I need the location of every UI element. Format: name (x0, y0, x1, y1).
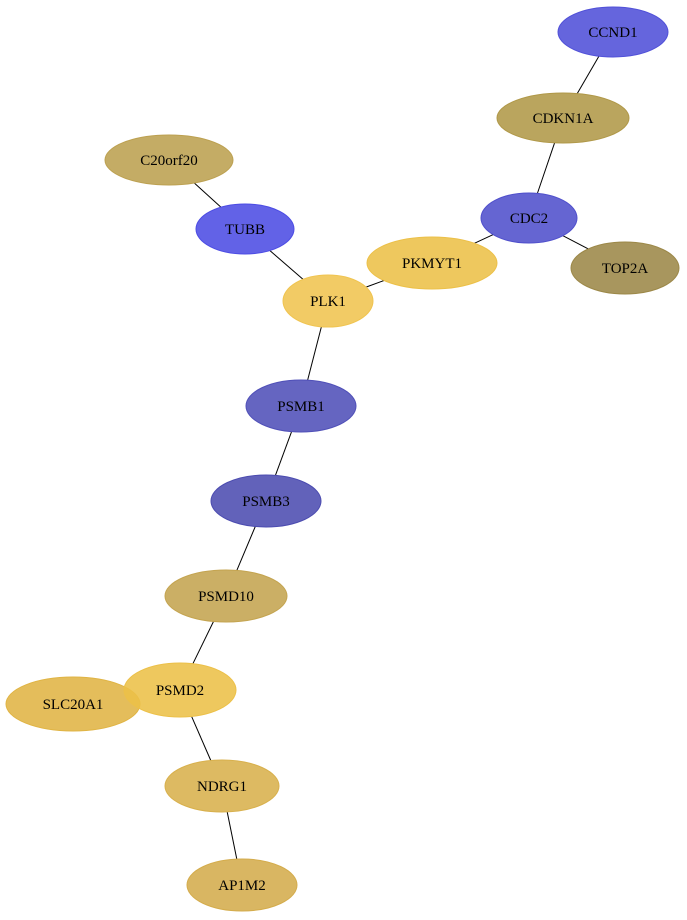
edge-cdc2-top2a (562, 235, 589, 250)
node-shape (186, 858, 298, 912)
node-shape (570, 241, 680, 295)
edge-cdkn1a-cdc2 (536, 142, 556, 194)
node-shape (164, 759, 280, 813)
node-label: PKMYT1 (402, 256, 462, 272)
node-label: PSMB3 (242, 494, 290, 510)
node-shape (104, 134, 234, 186)
node-label: NDRG1 (197, 779, 247, 795)
node-shape (557, 6, 669, 58)
edge-ndrg1-ap1m2 (226, 811, 238, 860)
node-top2a[interactable]: TOP2A (570, 241, 680, 295)
edge-pkmyt1-plk1 (365, 280, 385, 288)
node-tubb[interactable]: TUBB (195, 203, 295, 255)
node-shape (195, 203, 295, 255)
node-label: C20orf20 (140, 153, 198, 169)
edge-c20orf20-tubb (193, 182, 222, 208)
node-shape (496, 92, 630, 144)
node-shape (164, 569, 288, 623)
node-shape (480, 192, 578, 244)
node-ccnd1[interactable]: CCND1 (557, 6, 669, 58)
node-cdc2[interactable]: CDC2 (480, 192, 578, 244)
node-label: PSMD2 (156, 683, 204, 699)
node-ap1m2[interactable]: AP1M2 (186, 858, 298, 912)
node-shape (366, 236, 498, 290)
node-label: CCND1 (588, 25, 637, 41)
node-psmd2[interactable]: PSMD2 (123, 662, 237, 718)
node-c20orf20[interactable]: C20orf20 (104, 134, 234, 186)
node-ndrg1[interactable]: NDRG1 (164, 759, 280, 813)
node-label: CDKN1A (533, 111, 594, 127)
node-label: TOP2A (602, 261, 649, 277)
node-shape (245, 379, 357, 433)
node-cdkn1a[interactable]: CDKN1A (496, 92, 630, 144)
node-label: AP1M2 (218, 878, 266, 894)
edge-psmd2-ndrg1 (191, 716, 212, 761)
node-pkmyt1[interactable]: PKMYT1 (366, 236, 498, 290)
node-psmb3[interactable]: PSMB3 (210, 474, 322, 528)
node-label: CDC2 (510, 211, 548, 227)
node-label: SLC20A1 (43, 697, 104, 713)
node-label: PSMB1 (277, 399, 325, 415)
node-slc20a1[interactable]: SLC20A1 (5, 676, 141, 732)
edge-psmb1-psmb3 (274, 431, 293, 476)
edge-plk1-psmb1 (307, 326, 322, 381)
edge-psmb3-psmd10 (236, 526, 256, 571)
node-label: TUBB (225, 222, 265, 238)
edge-layer (191, 55, 600, 860)
node-shape (282, 274, 374, 328)
node-label: PLK1 (310, 294, 346, 310)
node-label: PSMD10 (198, 589, 254, 605)
edge-ccnd1-cdkn1a (576, 55, 600, 94)
edge-psmd10-psmd2 (192, 621, 214, 664)
node-shape (123, 662, 237, 718)
node-psmd10[interactable]: PSMD10 (164, 569, 288, 623)
edge-tubb-plk1 (269, 250, 304, 280)
node-psmb1[interactable]: PSMB1 (245, 379, 357, 433)
edge-cdc2-pkmyt1 (474, 234, 494, 244)
node-plk1[interactable]: PLK1 (282, 274, 374, 328)
node-shape (210, 474, 322, 528)
